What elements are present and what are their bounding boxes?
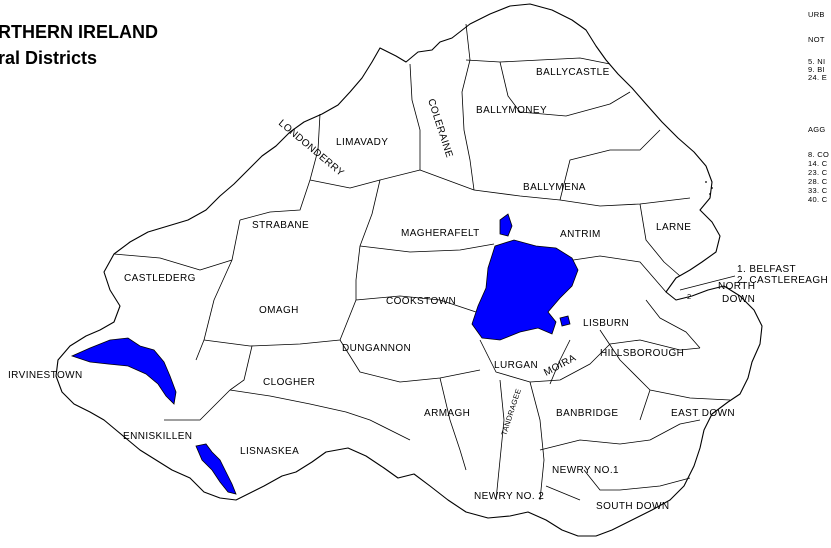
district-label-clogher: CLOGHER: [263, 377, 315, 388]
district-label-castlederg: CASTLEDERG: [124, 273, 196, 284]
lough-neagh: [471, 239, 579, 341]
district-label-armagh: ARMAGH: [424, 408, 470, 419]
district-label-ballymena: BALLYMENA: [523, 182, 586, 193]
district-label-lurgan: LURGAN: [494, 360, 538, 371]
legend-not-item: 9. BI: [808, 65, 825, 74]
upper-lough-erne-west: [70, 337, 177, 405]
legend-agg-item: 8. CO: [808, 150, 829, 159]
lough-beg: [499, 213, 513, 237]
legend-agg-item: 14. C: [808, 159, 828, 168]
district-label-lisburn: LISBURN: [583, 318, 629, 329]
legend-heading-urban: URB: [808, 10, 825, 19]
district-label-ballycastle: BALLYCASTLE: [536, 67, 610, 78]
callout-marker: 2: [687, 292, 691, 301]
legend-heading-not: NOT: [808, 35, 825, 44]
title-line1: RTHERN IRELAND: [0, 22, 158, 42]
district-label-north-down: NORTH: [718, 281, 755, 292]
legend-agg-item: 23. C: [808, 168, 828, 177]
district-label-magherafelt: MAGHERAFELT: [401, 228, 480, 239]
district-label-lisnaskea: LISNASKEA: [240, 446, 299, 457]
legend-not-item: 24. E: [808, 73, 827, 82]
district-label-newry-2: NEWRY NO. 2: [474, 491, 544, 502]
district-label-strabane: STRABANE: [252, 220, 309, 231]
district-label-dungannon: DUNGANNON: [342, 343, 411, 354]
title-line2: ral Districts: [0, 48, 97, 68]
district-label-newry-1: NEWRY NO.1: [552, 465, 619, 476]
district-boundaries: [113, 23, 731, 501]
lower-lough-erne: [195, 443, 237, 495]
legend-not-item: 5. NI: [808, 57, 825, 66]
district-label-irvinestown: IRVINESTOWN: [8, 370, 83, 381]
district-label-north-down: DOWN: [722, 294, 755, 305]
district-label-hillsborough: HILLSBOROUGH: [600, 348, 684, 359]
legend: URB NOT 5. NI 9. BI 24. E AGG 8. CO 14. …: [679, 10, 829, 301]
district-label-south-down: SOUTH DOWN: [596, 501, 669, 512]
legend-agg-item: 33. C: [808, 186, 828, 195]
legend-agg-item: 28. C: [808, 177, 828, 186]
small-lough: [559, 315, 571, 327]
callout-castlereagh: 2. CASTLEREAGH: [737, 275, 828, 286]
northern-ireland-outline: [55, 3, 763, 537]
district-label-limavady: LIMAVADY: [336, 137, 388, 148]
legend-heading-agg: AGG: [808, 125, 826, 134]
callout-leader: [679, 275, 736, 291]
offshore-islets: [705, 181, 713, 195]
callout-belfast: 1. BELFAST: [737, 264, 796, 275]
district-label-cookstown: COOKSTOWN: [386, 296, 456, 307]
district-label-banbridge: BANBRIDGE: [556, 408, 619, 419]
district-label-ballymoney: BALLYMONEY: [476, 105, 547, 116]
legend-agg-item: 40. C: [808, 195, 828, 204]
district-label-enniskillen: ENNISKILLEN: [123, 431, 192, 442]
district-label-east-down: EAST DOWN: [671, 408, 735, 419]
district-label-larne: LARNE: [656, 222, 691, 233]
district-label-omagh: OMAGH: [259, 305, 299, 316]
district-label-antrim: ANTRIM: [560, 229, 601, 240]
